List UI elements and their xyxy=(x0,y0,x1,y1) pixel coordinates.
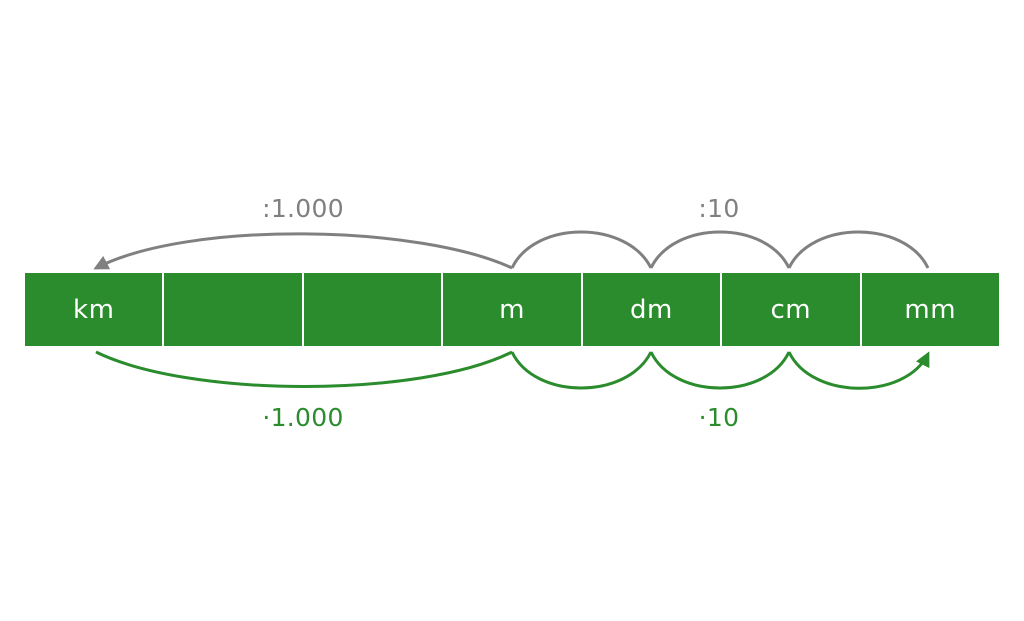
divide-thousand-arrow xyxy=(93,232,513,270)
divide-thousand-label: :1.000 xyxy=(262,194,344,223)
unit-bar: km m dm cm mm xyxy=(25,273,999,346)
divide-ten-label: :10 xyxy=(698,194,740,223)
multiply-thousand-label: ·1.000 xyxy=(262,403,344,432)
unit-cell-hm xyxy=(164,273,304,346)
divide-ten-arc-1 xyxy=(510,230,653,269)
divide-ten-arc-3 xyxy=(787,230,930,269)
unit-cell-cm: cm xyxy=(722,273,862,346)
multiply-ten-arc-2 xyxy=(649,351,791,390)
unit-cell-dam xyxy=(304,273,444,346)
multiply-thousand-arrow xyxy=(95,350,513,388)
multiply-ten-arc-3 xyxy=(787,351,930,390)
unit-cell-m: m xyxy=(443,273,583,346)
unit-cell-dm: dm xyxy=(583,273,723,346)
divide-ten-arc-2 xyxy=(649,230,791,269)
unit-cell-mm: mm xyxy=(904,294,957,325)
multiply-ten-label: ·10 xyxy=(698,403,740,432)
unit-cell-km: km xyxy=(25,273,165,346)
multiply-ten-arc-1 xyxy=(510,351,653,390)
